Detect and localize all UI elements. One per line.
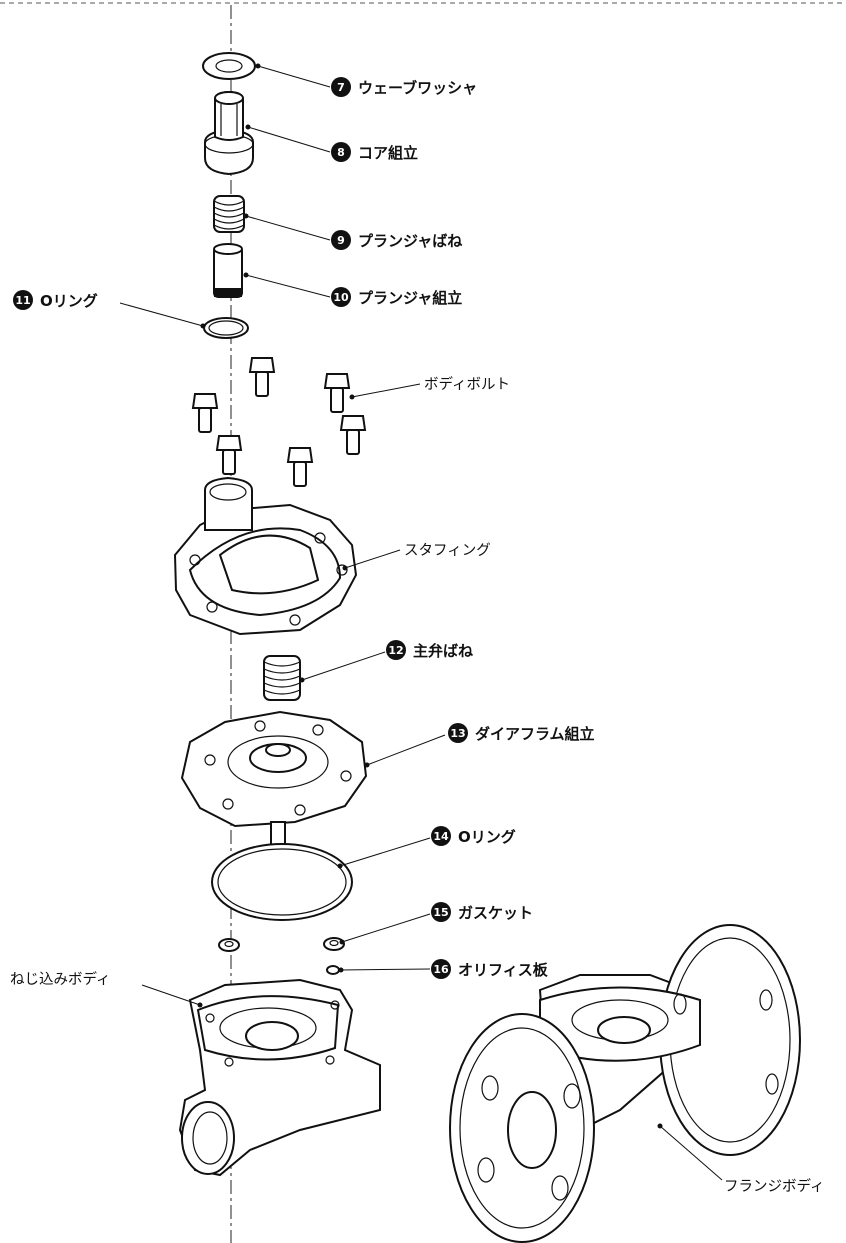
- label-15: 15 ガスケット: [431, 902, 533, 922]
- flange-body-part: [449, 924, 801, 1243]
- screw-body-part: [178, 978, 381, 1177]
- core-assembly-part: [204, 90, 254, 176]
- o-ring-small-part: [203, 317, 249, 339]
- label-text: オリフィス板: [458, 961, 549, 979]
- label-text: フランジボディ: [724, 1177, 824, 1195]
- gasket-parts: [218, 937, 345, 952]
- label-11: 11 Oリング: [13, 290, 98, 310]
- label-8: 8 コア組立: [331, 142, 418, 162]
- o-ring-large-part: [211, 843, 353, 921]
- label-10: 10 プランジャ組立: [331, 287, 462, 307]
- number-badge: 15: [433, 906, 448, 919]
- label-text: Oリング: [458, 828, 516, 846]
- leader-lines: [119, 63, 723, 1181]
- number-badge: 8: [337, 146, 345, 159]
- label-text: スタフィング: [404, 542, 491, 559]
- label-text: プランジャ組立: [358, 289, 462, 307]
- label-text: 主弁ばね: [413, 642, 473, 660]
- number-badge: 9: [337, 234, 345, 247]
- orifice-plate-part: [326, 965, 340, 975]
- plunger-assembly-part: [213, 243, 243, 298]
- label-9: 9 プランジャばね: [331, 230, 462, 250]
- label-text: ボディボルト: [424, 375, 510, 393]
- label-text: コア組立: [358, 144, 418, 162]
- diaphragm-assembly-part: [180, 710, 368, 849]
- label-stuffing: スタフィング: [404, 542, 491, 559]
- label-16: 16 オリフィス板: [431, 959, 549, 979]
- number-badge: 10: [333, 291, 349, 304]
- label-13: 13 ダイアフラム組立: [448, 723, 595, 743]
- label-7: 7 ウェーブワッシャ: [331, 77, 477, 97]
- label-flange-body: フランジボディ: [724, 1177, 824, 1195]
- number-badge: 14: [433, 830, 449, 843]
- label-text: ウェーブワッシャ: [358, 79, 477, 97]
- label-screw-body: ねじ込みボディ: [10, 970, 110, 988]
- plunger-spring-part: [213, 195, 245, 233]
- main-valve-spring-part: [263, 655, 301, 701]
- label-text: Oリング: [40, 292, 98, 310]
- label-text: ガスケット: [458, 904, 533, 922]
- stuffing-part: [173, 476, 358, 636]
- body-bolts-part: [191, 357, 367, 487]
- label-12: 12 主弁ばね: [386, 640, 473, 660]
- label-text: ねじ込みボディ: [10, 970, 110, 988]
- wave-washer-part: [202, 52, 256, 80]
- label-text: プランジャばね: [358, 232, 462, 250]
- label-14: 14 Oリング: [431, 826, 516, 846]
- number-badge: 7: [337, 81, 345, 94]
- number-badge: 16: [433, 963, 449, 976]
- number-badge: 12: [388, 644, 403, 657]
- label-text: ダイアフラム組立: [475, 725, 595, 743]
- number-badge: 11: [15, 294, 30, 307]
- number-badge: 13: [450, 727, 465, 740]
- label-body-bolt: ボディボルト: [424, 375, 510, 393]
